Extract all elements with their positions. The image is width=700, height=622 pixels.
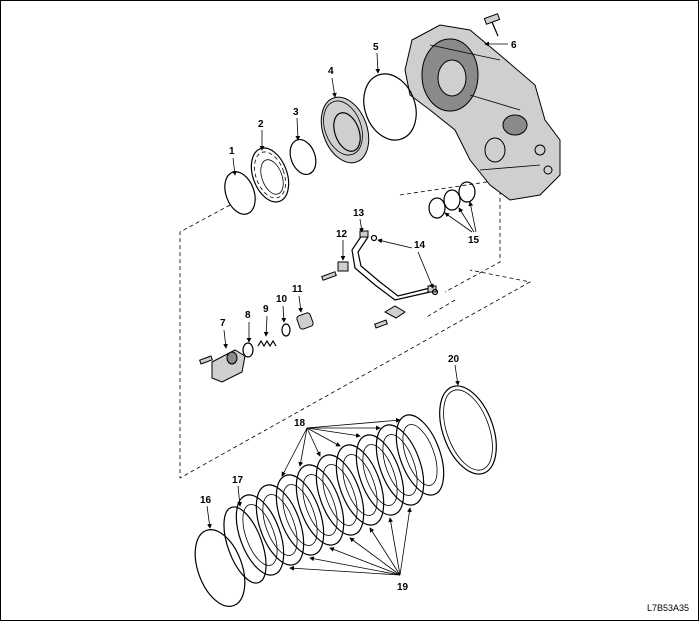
callout-5: 5 bbox=[373, 42, 379, 53]
callout-14: 14 bbox=[414, 240, 426, 251]
callout-8: 8 bbox=[245, 310, 251, 321]
plug-ring bbox=[281, 323, 291, 337]
o-ring-large bbox=[363, 73, 417, 141]
clutch-piston bbox=[320, 96, 370, 164]
snap-ring-bottom bbox=[194, 529, 246, 607]
callout-3: 3 bbox=[293, 107, 299, 118]
assembly-guide-lines bbox=[179, 179, 532, 479]
callout-6: 6 bbox=[511, 40, 517, 51]
callout-7: 7 bbox=[220, 318, 226, 329]
callout-10: 10 bbox=[276, 294, 288, 305]
callout-15: 15 bbox=[468, 235, 480, 246]
o-ring-small bbox=[289, 138, 317, 176]
callout-11: 11 bbox=[292, 284, 303, 295]
return-spring-assembly bbox=[250, 147, 290, 203]
figure-code: L7B53A35 bbox=[647, 603, 689, 613]
tube-bracket bbox=[374, 305, 406, 329]
callout-13: 13 bbox=[353, 208, 365, 219]
snap-ring bbox=[224, 171, 256, 215]
plug bbox=[296, 312, 314, 330]
pressure-plate bbox=[223, 506, 267, 584]
callout-2: 2 bbox=[258, 119, 264, 130]
clutch-pack bbox=[235, 414, 445, 576]
callout-16: 16 bbox=[200, 495, 212, 506]
seal-rings bbox=[428, 181, 476, 219]
callout-20: 20 bbox=[448, 354, 460, 365]
callout-labels: 1 2 3 4 5 6 7 8 9 10 11 12 13 14 15 16 1… bbox=[200, 40, 517, 593]
callout-9: 9 bbox=[263, 304, 269, 315]
leader-lines bbox=[206, 41, 508, 576]
callout-12: 12 bbox=[336, 229, 348, 240]
callout-17: 17 bbox=[232, 475, 244, 486]
callout-18: 18 bbox=[294, 418, 306, 429]
accumulator-housing bbox=[199, 349, 246, 383]
oil-tube bbox=[351, 234, 431, 301]
callout-19: 19 bbox=[397, 582, 409, 593]
transmission-case bbox=[404, 13, 561, 201]
bolt-and-clamp bbox=[321, 261, 349, 281]
snap-ring-large bbox=[439, 385, 497, 475]
small-o-ring bbox=[242, 342, 254, 358]
callout-4: 4 bbox=[328, 66, 334, 77]
spring bbox=[257, 339, 277, 348]
callout-1: 1 bbox=[229, 146, 235, 157]
